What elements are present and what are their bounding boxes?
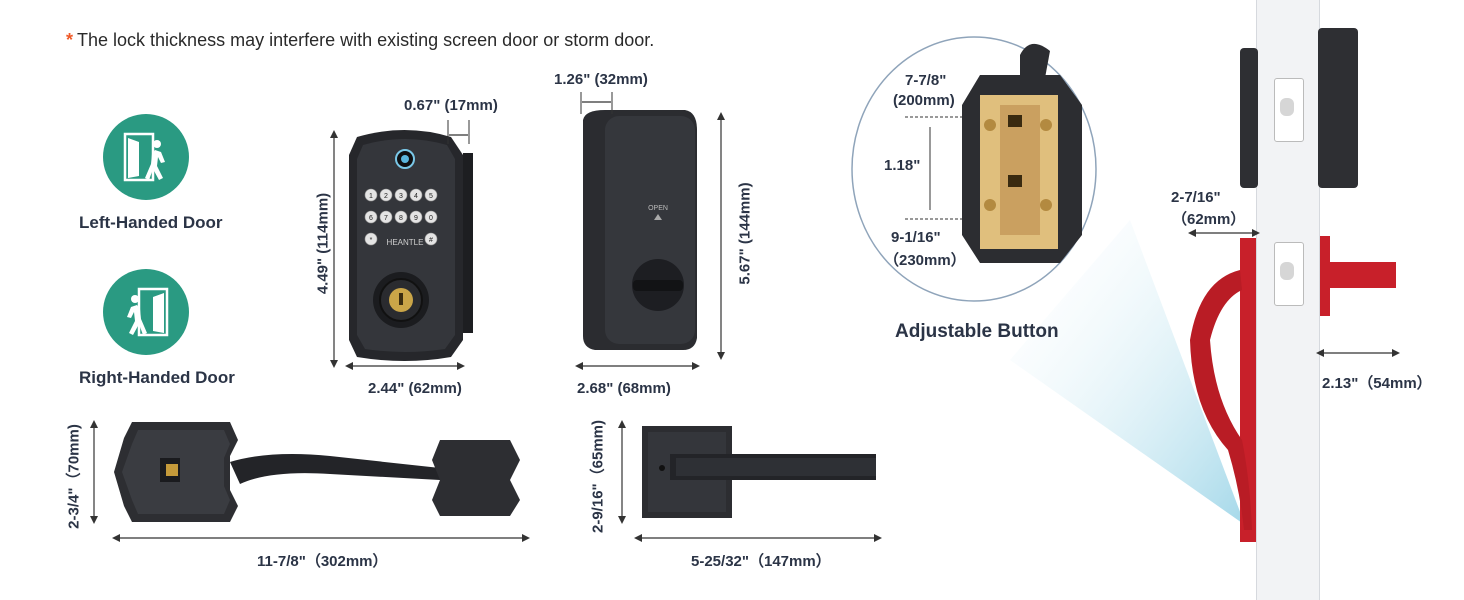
interior-width-arrow bbox=[575, 362, 700, 370]
interior-depth-label: 1.26" (32mm) bbox=[554, 71, 648, 88]
keypad-width-label: 2.44" (62mm) bbox=[368, 380, 462, 397]
inner-unit-side bbox=[1318, 28, 1358, 188]
notice-star: * bbox=[66, 30, 74, 50]
lever-image bbox=[640, 424, 880, 520]
keypad-depth-label: 0.67" (17mm) bbox=[404, 97, 498, 114]
backset-mm-label: （62mm） bbox=[1172, 211, 1246, 228]
latch-bolt bbox=[1280, 262, 1294, 280]
outer-keypad-side bbox=[1240, 48, 1258, 188]
adjust-bottom-mm-label: （230mm） bbox=[884, 252, 966, 269]
adjustment-detail-circle bbox=[850, 35, 1098, 303]
key-2: 2 bbox=[384, 193, 388, 200]
right-door-icon bbox=[103, 269, 189, 355]
notice-text: *The lock thickness may interfere with e… bbox=[66, 30, 654, 51]
adjust-mid-label: 1.18" bbox=[884, 157, 921, 174]
adjustable-button-title: Adjustable Button bbox=[895, 321, 1059, 342]
handle-height-arrow bbox=[90, 420, 98, 524]
handleset-image bbox=[110, 420, 530, 525]
lever-height-arrow bbox=[618, 420, 626, 524]
left-door-icon bbox=[103, 114, 189, 200]
keypad-height-arrow bbox=[330, 130, 338, 368]
latch-gap-arrow bbox=[1316, 349, 1400, 357]
interior-unit-image: OPEN bbox=[575, 110, 705, 355]
adjust-bottom-label: 9-1/16" bbox=[891, 229, 941, 246]
notice-message: The lock thickness may interfere with ex… bbox=[77, 30, 655, 50]
key-8: 8 bbox=[399, 215, 403, 222]
key-1: 1 bbox=[369, 193, 373, 200]
backset-label: 2-7/16" bbox=[1171, 189, 1221, 206]
lever-length-label: 5-25/32"（147mm） bbox=[691, 553, 831, 570]
deadbolt-bolt bbox=[1280, 98, 1294, 116]
keypad-width-arrow bbox=[345, 362, 465, 370]
key-3: 3 bbox=[399, 193, 403, 200]
interior-width-label: 2.68" (68mm) bbox=[577, 380, 671, 397]
key-5: 5 bbox=[429, 193, 433, 200]
latch-strike-plate bbox=[1274, 242, 1304, 306]
key-9: 9 bbox=[414, 215, 418, 222]
handle-length-arrow bbox=[112, 534, 530, 542]
red-handleset-side bbox=[1190, 236, 1396, 542]
adjust-top-mm-label: (200mm) bbox=[893, 92, 955, 109]
interior-open-label: OPEN bbox=[648, 205, 668, 212]
keypad-lock-image: HEANTLE 1 2 3 4 5 6 7 8 9 0 * # bbox=[335, 125, 480, 370]
key-hash: # bbox=[429, 237, 433, 244]
lever-length-arrow bbox=[634, 534, 882, 542]
key-7: 7 bbox=[384, 215, 388, 222]
interior-depth-arrow bbox=[580, 92, 613, 114]
deadbolt-strike-plate bbox=[1274, 78, 1304, 142]
handle-length-label: 11-7/8"（302mm） bbox=[257, 553, 388, 570]
keypad-depth-arrow bbox=[447, 120, 470, 144]
key-6: 6 bbox=[369, 215, 373, 222]
keypad-brand: HEANTLE bbox=[387, 238, 424, 247]
adjust-top-label: 7-7/8" bbox=[905, 72, 947, 89]
key-star: * bbox=[370, 237, 373, 244]
backset-arrow bbox=[1188, 229, 1260, 237]
right-door-label: Right-Handed Door bbox=[79, 368, 235, 387]
interior-height-arrow bbox=[717, 112, 725, 360]
key-0: 0 bbox=[429, 215, 433, 222]
latch-gap-label: 2.13"（54mm） bbox=[1322, 375, 1432, 392]
key-4: 4 bbox=[414, 193, 418, 200]
left-door-label: Left-Handed Door bbox=[79, 213, 223, 232]
